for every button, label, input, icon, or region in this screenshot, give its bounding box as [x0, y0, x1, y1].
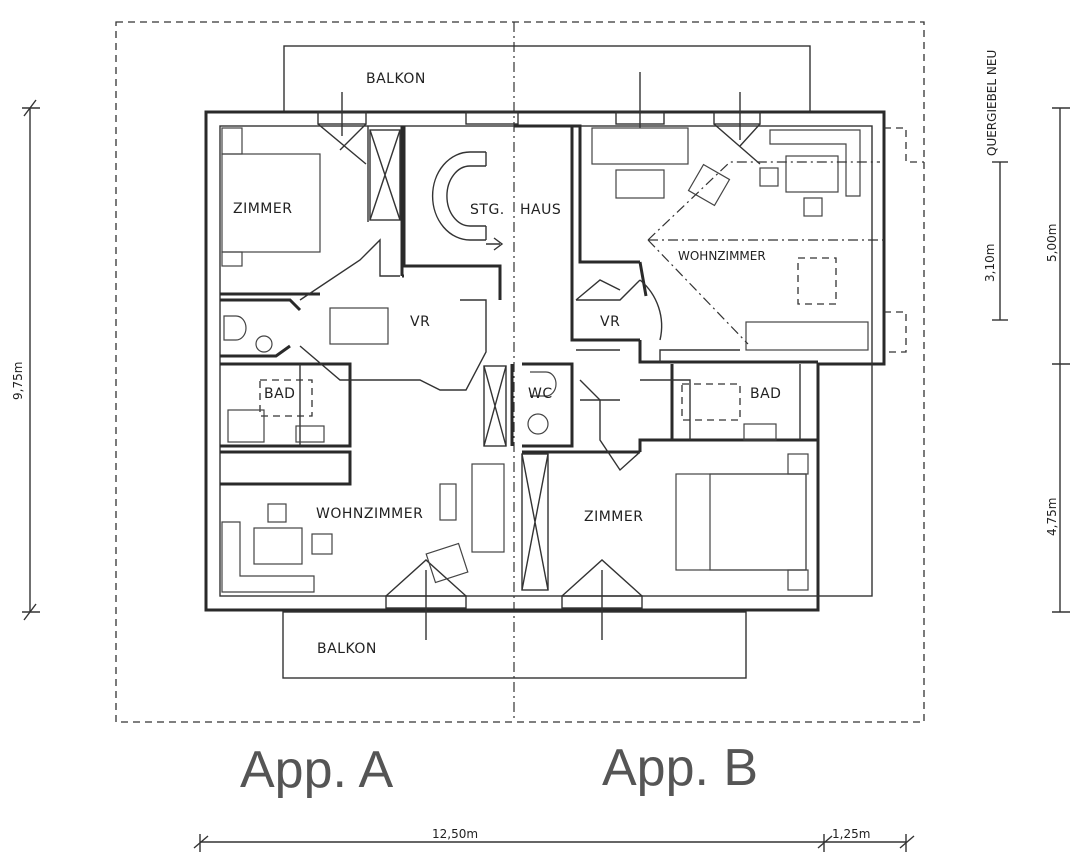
dim-left	[22, 99, 40, 621]
wall-b-3	[659, 349, 801, 440]
label-vr-a: VR	[410, 314, 430, 330]
label-balkon-top: BALKON	[366, 71, 426, 87]
hallway-a-walls	[299, 238, 487, 391]
closet-b	[521, 453, 549, 591]
windows	[317, 111, 761, 609]
hallway-b-walls	[575, 279, 641, 472]
dim-right-total-upper: 5,00m	[1045, 224, 1059, 262]
dim-left-label: 9,75m	[11, 362, 25, 400]
label-zimmer-a: ZIMMER	[233, 201, 292, 217]
label-wohnzimmer-a: WOHNZIMMER	[316, 506, 423, 522]
roof-outline	[115, 21, 925, 723]
label-stg: STG.	[470, 202, 505, 218]
closet-a-x	[369, 129, 401, 221]
wall-b-1	[576, 279, 641, 351]
closet-a	[369, 129, 401, 221]
walls-app-a	[220, 126, 514, 486]
stair-curve	[431, 151, 487, 241]
label-vr-b: VR	[600, 314, 620, 330]
wall-a-3	[220, 298, 302, 358]
side-note: QUERGIEBEL NEU	[985, 50, 999, 156]
closet-b-x	[521, 453, 549, 591]
stairwell-walls	[402, 124, 640, 342]
dim-bottom	[193, 834, 915, 852]
building-outline	[204, 110, 886, 612]
label-zimmer-b: ZIMMER	[584, 509, 643, 525]
label-bad-b: BAD	[750, 386, 781, 402]
stair-arrow	[486, 237, 504, 251]
dim-bottom-extra: 1,25m	[832, 827, 870, 841]
label-haus: HAUS	[520, 202, 561, 218]
furniture-b	[527, 127, 869, 591]
furniture-a	[221, 127, 505, 593]
roof-line-b	[647, 161, 884, 345]
dim-bottom-label: 12,50m	[432, 827, 478, 841]
apartment-b-label: App. B	[602, 739, 758, 797]
balcony-bottom	[282, 611, 747, 679]
label-wohnzimmer-b: WOHNZIMMER	[678, 249, 766, 263]
dim-right	[992, 107, 1070, 613]
closet-a2-x	[483, 365, 507, 447]
dim-right-lower: 4,75m	[1045, 498, 1059, 536]
closet-a2	[483, 365, 507, 447]
balcony-top	[283, 45, 811, 113]
label-balkon-bottom: BALKON	[317, 641, 377, 657]
dim-right-upper: 3,10m	[983, 244, 997, 282]
walls-app-b	[522, 124, 818, 454]
apartment-a-label: App. A	[240, 741, 394, 799]
label-wc-b: WC	[528, 386, 553, 402]
label-bad-a: BAD	[264, 386, 295, 402]
doors	[317, 72, 761, 640]
gable-extension	[884, 127, 924, 353]
